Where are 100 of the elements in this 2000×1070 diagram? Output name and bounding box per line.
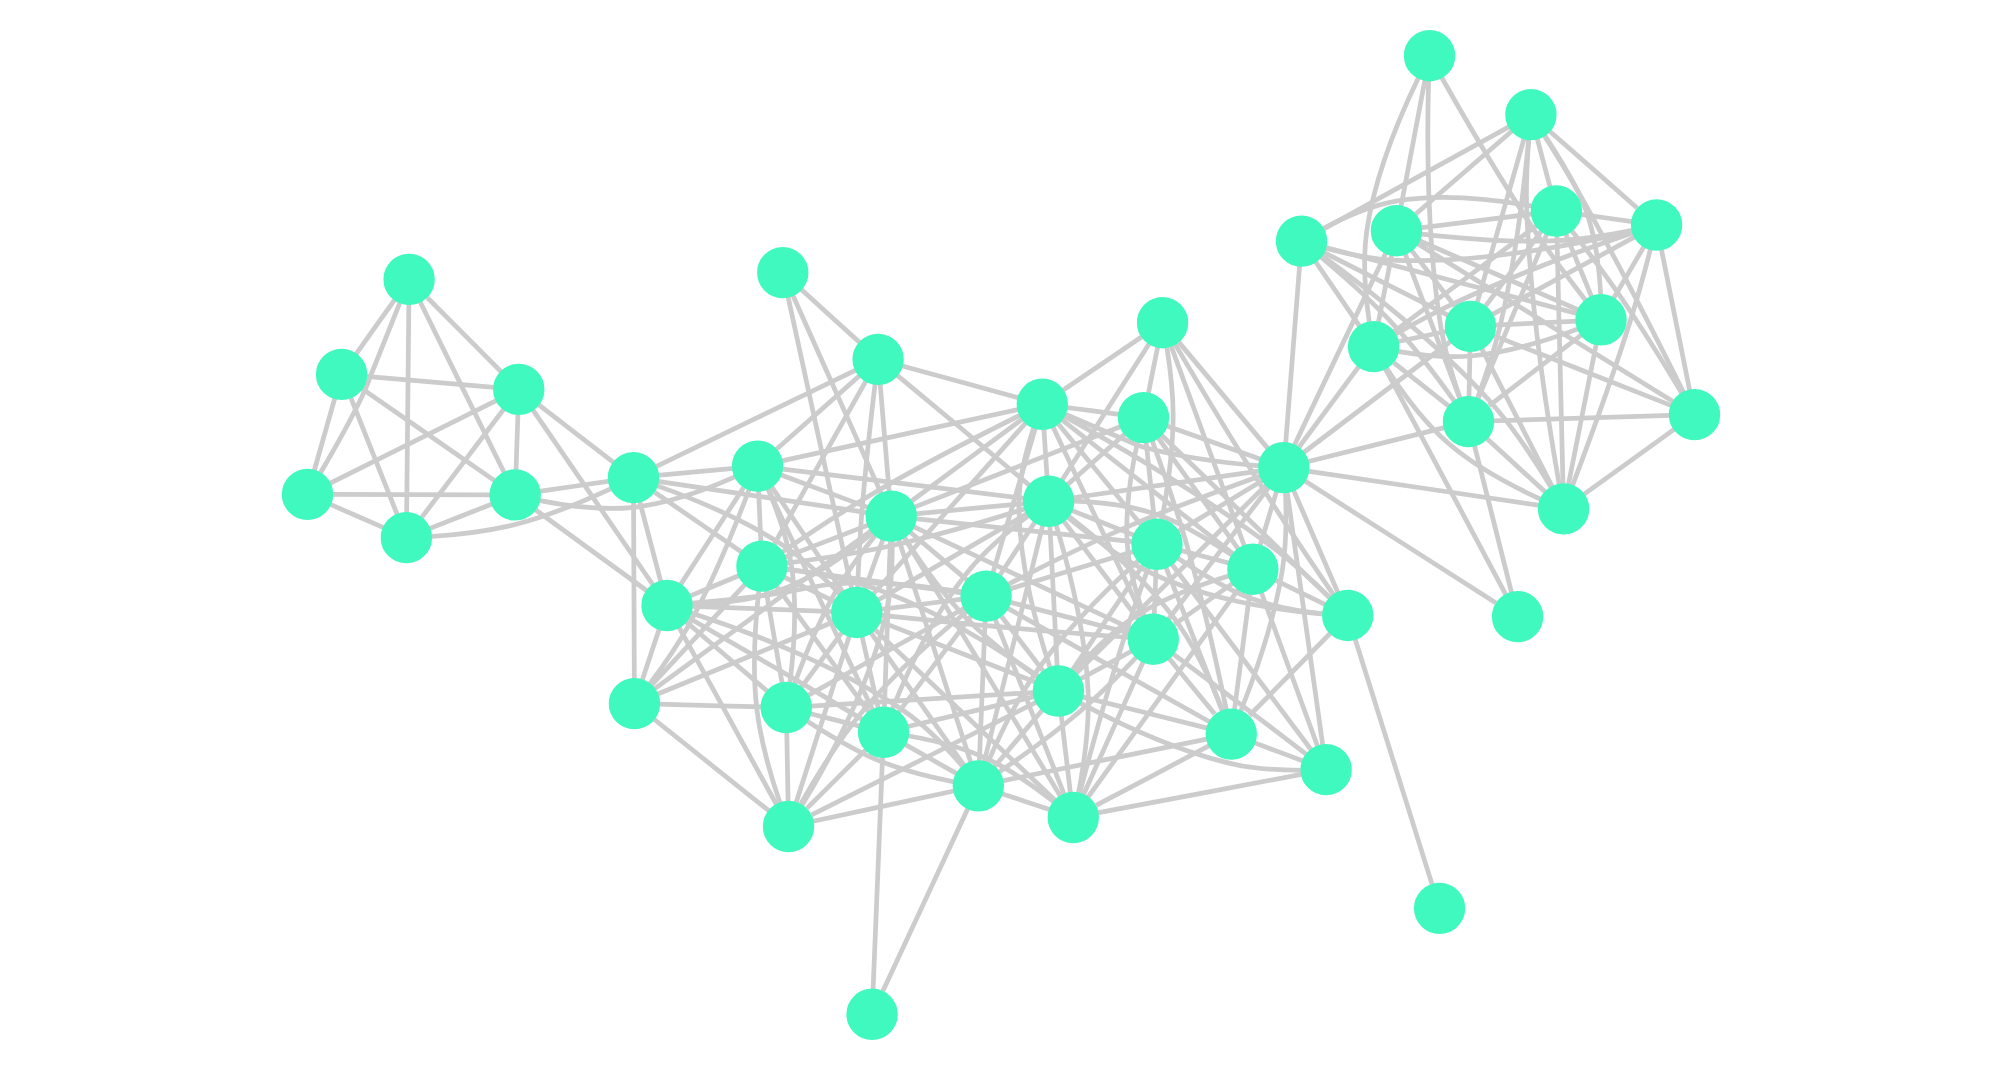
- connector: [1484, 436, 1546, 494]
- connector: [1471, 444, 1513, 594]
- connector: [1474, 138, 1526, 304]
- connector: [1320, 195, 1532, 232]
- connector: [648, 582, 746, 688]
- connector: [1323, 245, 1577, 316]
- connector: [1061, 413, 1331, 600]
- connector: [364, 374, 494, 390]
- connector: [347, 396, 399, 517]
- connector: [1004, 605, 1211, 725]
- connector: [1080, 660, 1145, 797]
- connector: [1562, 232, 1594, 299]
- node-circle: [856, 706, 909, 758]
- connector: [1167, 345, 1246, 548]
- connector: [1150, 569, 1158, 616]
- connector: [1493, 318, 1577, 328]
- connector: [1071, 468, 1258, 501]
- connector: [1312, 260, 1361, 328]
- connector: [1175, 340, 1269, 451]
- node-circle: [607, 677, 660, 730]
- connector: [1049, 425, 1145, 619]
- node-circle: [492, 363, 544, 416]
- connector: [427, 501, 492, 531]
- connector: [1165, 656, 1216, 716]
- node-circle: [864, 490, 916, 542]
- connector: [991, 618, 1066, 795]
- connector: [1145, 345, 1160, 395]
- connector: [906, 733, 1056, 805]
- connector: [1000, 736, 1208, 784]
- connector: [690, 580, 962, 606]
- connector: [875, 511, 1029, 603]
- connector: [809, 699, 1038, 818]
- connector: [676, 626, 778, 806]
- connector: [1474, 232, 1549, 400]
- connector: [981, 524, 1044, 763]
- connector: [1080, 694, 1207, 731]
- connector: [1351, 637, 1434, 886]
- node-circle: [1130, 518, 1182, 570]
- connector: [403, 303, 411, 514]
- connector: [798, 631, 843, 689]
- connector: [764, 486, 874, 711]
- connector: [911, 424, 1121, 510]
- connector: [1065, 405, 1119, 417]
- connector: [651, 716, 771, 814]
- node-circle: [1126, 613, 1178, 665]
- connector: [1171, 342, 1336, 598]
- node-circle: [1441, 396, 1494, 448]
- connector: [778, 472, 868, 510]
- connector: [999, 791, 1051, 813]
- connector: [809, 690, 1033, 709]
- node-circle: [640, 579, 692, 632]
- connector: [854, 383, 877, 589]
- node-circle: [488, 469, 540, 521]
- connector: [654, 367, 857, 469]
- connector: [1246, 631, 1331, 718]
- connector: [903, 742, 957, 776]
- connector: [1069, 564, 1144, 672]
- connector: [1155, 436, 1240, 551]
- connector: [789, 294, 883, 496]
- connector: [1237, 492, 1288, 713]
- connector: [798, 287, 861, 345]
- node-circle: [1046, 791, 1098, 844]
- node-circle: [1529, 185, 1582, 237]
- connector: [1291, 251, 1388, 447]
- connector: [536, 403, 615, 465]
- connector: [772, 374, 860, 453]
- connector: [1397, 79, 1427, 207]
- node-circle: [1116, 391, 1169, 444]
- connector: [630, 502, 636, 680]
- connector: [1040, 428, 1049, 477]
- connector: [1553, 234, 1565, 485]
- connector: [1005, 473, 1261, 587]
- connector: [779, 412, 1021, 555]
- connector: [989, 427, 1037, 574]
- node-circle: [959, 570, 1011, 622]
- connector: [810, 788, 955, 824]
- connector: [1077, 700, 1300, 773]
- node-circle: [1299, 744, 1351, 796]
- connector: [1533, 137, 1552, 189]
- connector: [869, 420, 1028, 597]
- connector: [808, 711, 860, 729]
- connector: [1168, 562, 1313, 752]
- connector: [1062, 411, 1259, 469]
- node-circle: [606, 451, 659, 504]
- connector: [1015, 427, 1052, 669]
- connector: [1290, 488, 1340, 595]
- connector: [771, 379, 868, 546]
- connector: [783, 731, 790, 803]
- connector: [1569, 229, 1683, 395]
- connector: [1424, 79, 1462, 400]
- connector: [1581, 426, 1676, 497]
- connector: [861, 537, 885, 590]
- connector: [1474, 138, 1531, 400]
- connector: [1438, 75, 1587, 302]
- node-circle: [1015, 378, 1067, 430]
- connector: [1066, 514, 1225, 713]
- connector: [901, 536, 1062, 798]
- connector: [1093, 743, 1210, 808]
- connector: [1490, 332, 1673, 409]
- connector: [879, 807, 969, 993]
